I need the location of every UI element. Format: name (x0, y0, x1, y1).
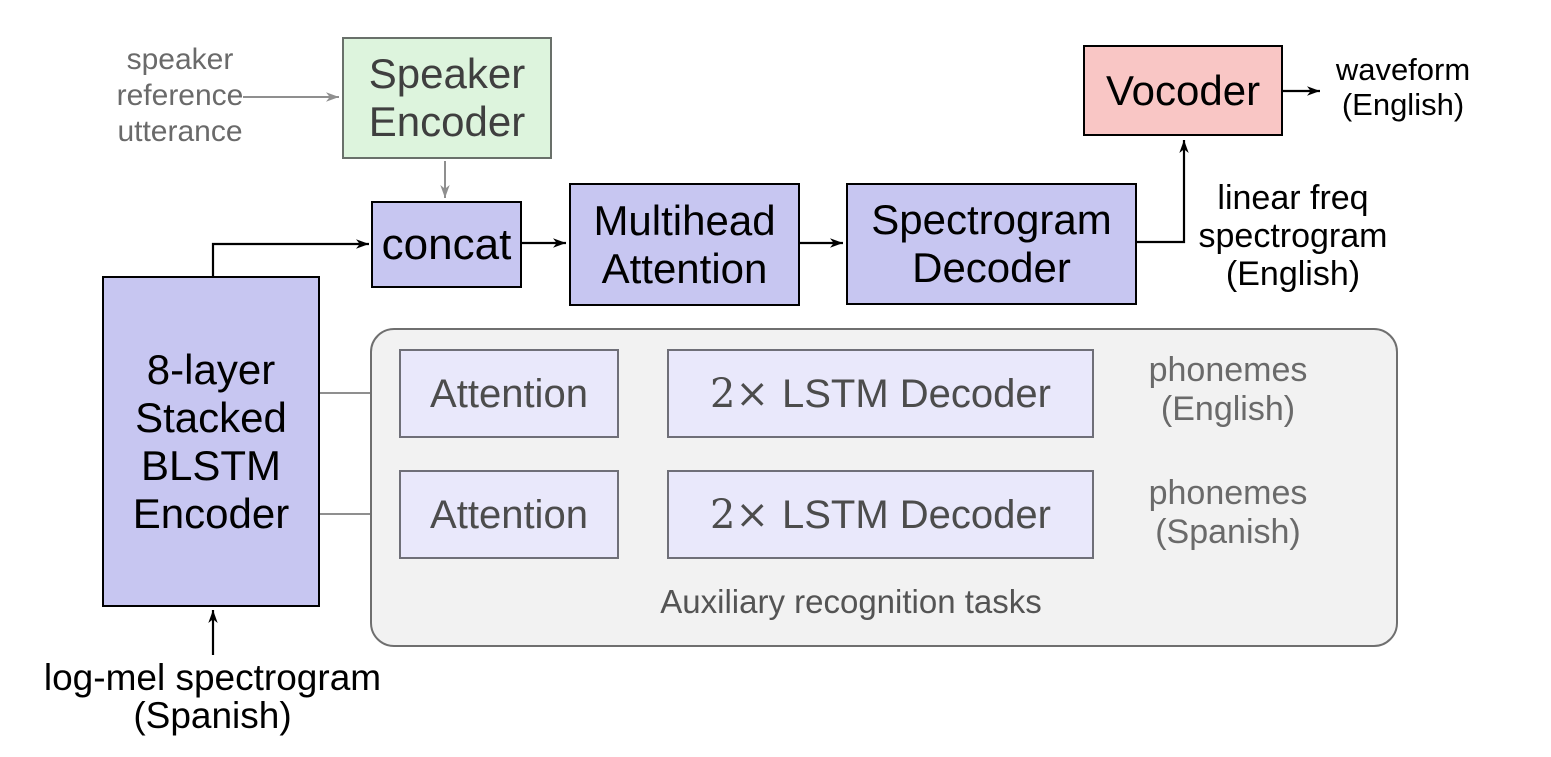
linear-freq-spectrogram-label: linear freq spectrogram (English) (1198, 179, 1388, 293)
lstm-decoder-spanish-box: 2× LSTM Decoder (667, 470, 1094, 559)
vocoder-box: Vocoder (1083, 45, 1283, 136)
auxiliary-tasks-caption: Auxiliary recognition tasks (660, 583, 1042, 620)
phonemes-english-label: phonemes (English) (1148, 351, 1308, 428)
attention-spanish-box: Attention (399, 470, 619, 559)
lstm-spanish-multiplier: 2× (710, 491, 769, 538)
lstm-decoder-english-box: 2× LSTM Decoder (667, 349, 1094, 438)
spectrogram-decoder-box: Spectrogram Decoder (846, 183, 1137, 305)
speaker-reference-label: speaker reference utterance (116, 43, 244, 148)
multihead-attention-box: Multihead Attention (569, 183, 800, 306)
speaker-encoder-box: Speaker Encoder (342, 37, 552, 159)
lstm-spanish-label: LSTM Decoder (781, 492, 1051, 537)
blstm-encoder-box: 8-layer Stacked BLSTM Encoder (102, 276, 320, 607)
log-mel-spectrogram-label: log-mel spectrogram (Spanish) (43, 657, 382, 736)
lstm-english-label: LSTM Decoder (781, 371, 1051, 416)
concat-box: concat (371, 201, 522, 288)
attention-english-box: Attention (399, 349, 619, 438)
phonemes-spanish-label: phonemes (Spanish) (1148, 474, 1308, 551)
waveform-english-label: waveform (English) (1335, 52, 1471, 122)
lstm-english-multiplier: 2× (710, 370, 769, 417)
